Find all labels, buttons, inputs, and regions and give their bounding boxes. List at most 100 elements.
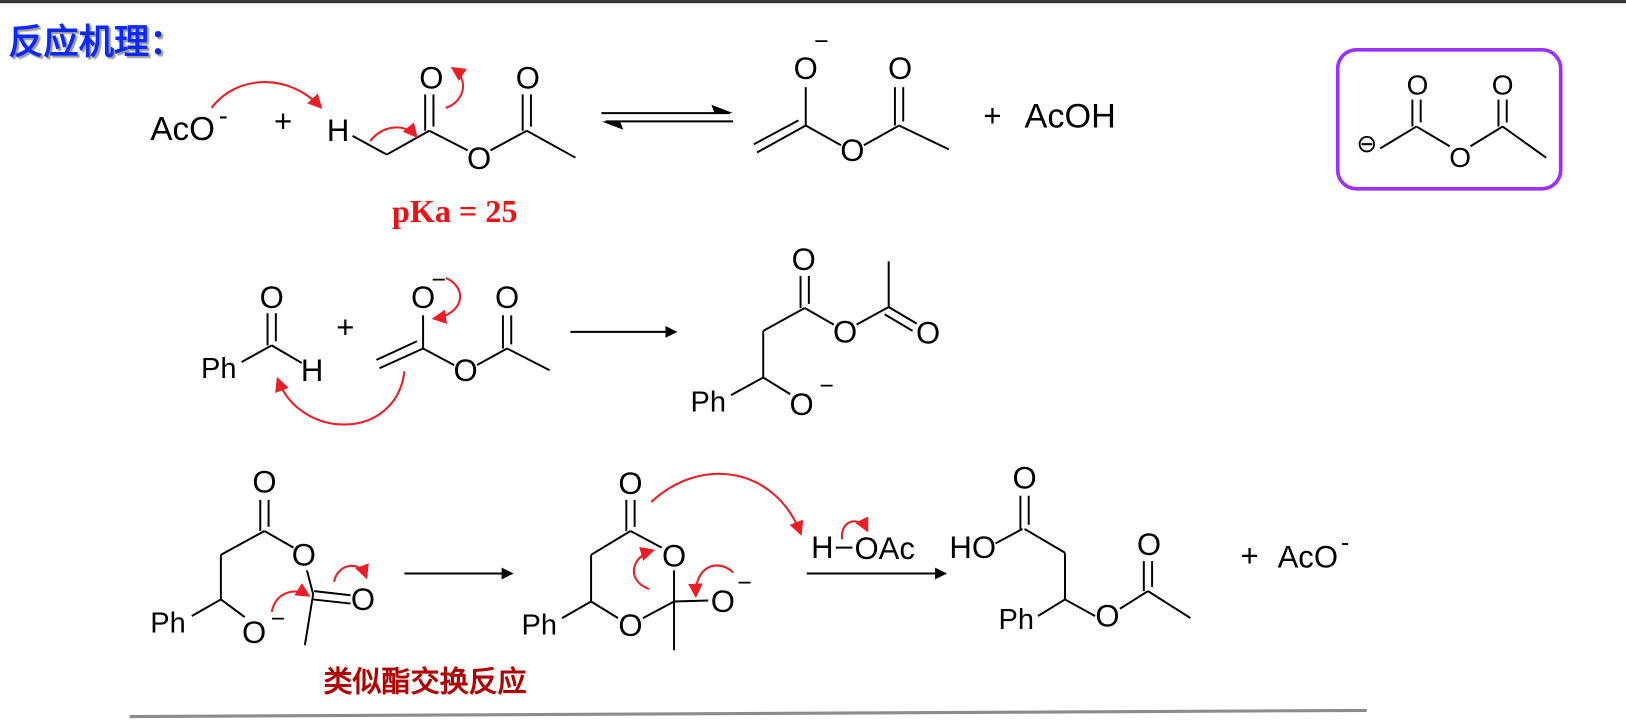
double-bond-line [884,313,914,332]
carbonyl-oxygen-atom: O [495,280,519,315]
single-bond [1469,125,1504,148]
circled-minus-charge: ⊖ [1356,130,1377,158]
carbonyl-oxygen-atom: O [260,280,284,315]
acetic-acid-reagent: H OAc [811,530,915,566]
acetate-base: AcO - [150,100,227,148]
negative-charge: − [819,372,834,400]
single-bond [590,600,619,619]
curved-electron-arrow [688,564,734,599]
ester-oxygen-atom: O [1095,599,1119,634]
single-bond [1379,125,1418,150]
curved-electron-arrow [445,66,467,109]
equilibrium-arrows [601,104,734,130]
carbonyl-oxygen-atom: O [916,315,940,350]
plus-sign: + [274,104,292,139]
single-bond [263,530,294,549]
acetic-acid-label: AcOH [1025,98,1116,136]
single-bond [271,344,303,364]
hydroxyl-label: HO [949,530,996,565]
carbonyl-oxygen-atom: O [1012,461,1036,496]
curved-electron-arrow [632,546,656,591]
carbonyl-oxygen-atom: O [618,466,642,501]
carbonyl-oxygen-atom: O [1137,527,1161,562]
ring-oxygen-atom: O [618,608,642,643]
negative-charge: − [431,266,446,294]
single-bond [526,129,577,159]
single-bond [490,129,528,152]
double-bond-line [379,347,424,370]
carbonyl-oxygen-atom: O [516,60,540,95]
acetate-label: AcO [150,111,215,148]
bridging-oxygen-atom: O [833,314,857,349]
curved-electron-arrow [270,583,311,613]
double-bond-line [376,340,418,361]
alkoxide-structure: O O O Ph O − [150,465,375,650]
tetrahedral-intermediate-structure: O O O Ph O − [521,466,752,651]
single-bond [428,129,469,152]
bottom-rule [129,708,1367,719]
hydrogen-atom: H [811,530,833,565]
single-bond [805,124,842,147]
single-bond [506,347,551,372]
single-bond [220,598,246,618]
single-bond [590,530,631,556]
single-bond [804,307,835,326]
equilibrium-forward-barb [711,104,734,114]
enolate-oxygen-atom: O [411,280,435,315]
curved-electron-arrow [431,277,462,324]
carbonyl-oxygen-atom: O [351,582,375,617]
single-bond [1502,125,1547,159]
enolate-structure: O − O O [376,266,551,388]
alkoxide-oxygen-atom: O [242,615,266,650]
single-bond [1024,528,1066,554]
single-bond [305,570,315,595]
single-bond [730,376,764,397]
acetate-charge: - [219,100,228,130]
alkoxide-oxygen-atom: O [711,584,735,619]
curved-electron-arrow [210,81,323,109]
single-bond [386,129,430,156]
single-bond [762,376,791,395]
single-bond [1119,590,1149,610]
negative-charge: − [814,28,829,56]
ring-oxygen-atom: O [662,538,686,573]
single-bond [1064,598,1096,617]
single-bond [762,307,806,332]
single-bond [1037,598,1066,617]
acetate-charge: - [1341,529,1349,557]
phenyl-label: Ph [691,386,727,418]
single-bond [352,135,388,156]
single-bond [630,530,663,549]
carbonyl-oxygen-atom: O [419,60,443,95]
enolate-structure: O − O O [753,28,950,168]
single-bond [561,600,592,619]
curved-electron-arrow [332,563,369,583]
bridging-oxygen-atom: O [840,133,864,168]
single-bond [303,594,315,646]
single-bond [220,530,265,556]
carbonyl-oxygen-atom: O [888,51,912,86]
benzaldehyde-structure: O Ph H [201,280,323,388]
phenyl-label: Ph [521,609,557,641]
bridging-oxygen-atom: O [467,141,491,176]
bridging-oxygen-atom: O [454,353,478,388]
carbonyl-oxygen-atom: O [1492,70,1514,101]
slide-title: 反应机理： [8,22,184,63]
boxed-enolate-structure: ⊖ O O O [1356,70,1547,173]
plus-sign: + [1240,538,1258,573]
single-bond [642,600,675,619]
acetate-coproduct: AcO - [1278,529,1350,575]
single-bond [863,124,900,147]
top-border [0,0,1626,4]
single-bond [995,528,1023,545]
negative-charge: − [271,605,286,633]
curved-electron-arrow [275,371,406,426]
single-bond [241,344,273,363]
enolate-oxygen-atom: O [794,51,818,86]
single-bond [674,599,709,603]
carbonyl-oxygen-atom: O [1407,70,1429,101]
highlight-box [1335,48,1563,191]
negative-charge: − [737,569,752,597]
hydrogen-atom: H [327,113,349,148]
